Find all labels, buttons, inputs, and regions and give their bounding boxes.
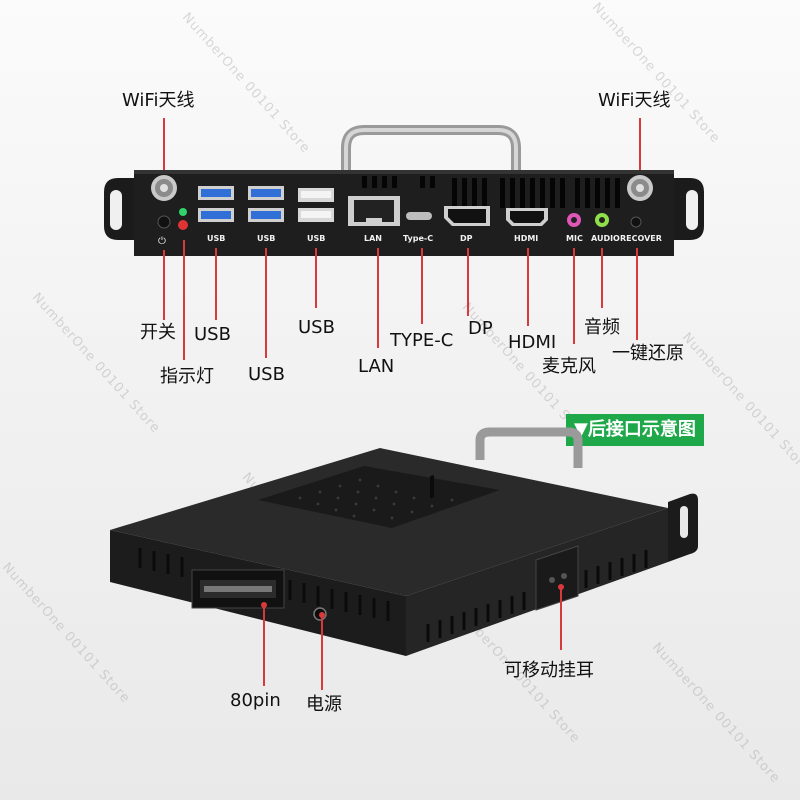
panel-mark-hdmi: HDMI [514, 234, 539, 243]
label-typec: TYPE-C [390, 330, 454, 351]
panel-mark-lan: LAN [364, 234, 382, 243]
line-usb-2 [265, 248, 267, 358]
label-wifi-left: WiFi天线 [122, 90, 195, 111]
line-dp [467, 248, 469, 316]
line-wifi-right [639, 118, 641, 170]
panel-mark-dp: DP [460, 234, 473, 243]
line-usb-3 [315, 248, 317, 308]
label-mic: 麦克风 [542, 356, 596, 377]
label-power-switch: 开关 [140, 322, 176, 343]
label-power: 电源 [306, 694, 342, 715]
line-usb-1 [215, 248, 217, 320]
line-mic [573, 248, 575, 344]
panel-mark-audio: AUDIO [591, 234, 620, 243]
line-80pin [263, 606, 265, 686]
label-hdmi: HDMI [508, 332, 557, 353]
line-indicator [183, 240, 185, 360]
label-usb-1: USB [194, 324, 231, 345]
line-typec [421, 248, 423, 324]
dot-80pin [261, 602, 267, 608]
line-ear [560, 588, 562, 650]
line-switch [163, 250, 165, 320]
panel-mark-mic: MIC [566, 234, 583, 243]
dot-ear [558, 584, 564, 590]
label-recover: 一键还原 [612, 343, 684, 364]
label-wifi-right: WiFi天线 [598, 90, 671, 111]
label-indicator: 指示灯 [160, 366, 214, 387]
label-80pin: 80pin [230, 690, 281, 711]
rear-interface-banner: ▼后接口示意图 [566, 414, 704, 446]
label-lan: LAN [358, 356, 395, 377]
line-wifi-left [163, 118, 165, 170]
dot-power [319, 612, 325, 618]
chassis-illustration [110, 427, 698, 656]
panel-mark-usb-c: USB [307, 234, 326, 243]
label-usb-2: USB [248, 364, 285, 385]
line-lan [377, 248, 379, 348]
line-power [321, 616, 323, 690]
line-hdmi [527, 248, 529, 326]
line-audio [601, 248, 603, 308]
line-recover [636, 248, 638, 340]
label-removable-ear: 可移动挂耳 [504, 660, 594, 681]
power-symbol-icon: ⏻ [158, 236, 166, 247]
panel-mark-usb-b: USB [257, 234, 276, 243]
panel-mark-recover: RECOVER [620, 234, 662, 243]
watermark-3: NumberOne 00101 Store [28, 290, 163, 437]
label-dp: DP [468, 318, 493, 339]
label-audio: 音频 [584, 317, 620, 338]
panel-mark-usb-a: USB [207, 234, 226, 243]
panel-mark-typec: Type-C [403, 234, 434, 243]
rear-panel-illustration [104, 125, 704, 256]
label-usb-3: USB [298, 317, 335, 338]
